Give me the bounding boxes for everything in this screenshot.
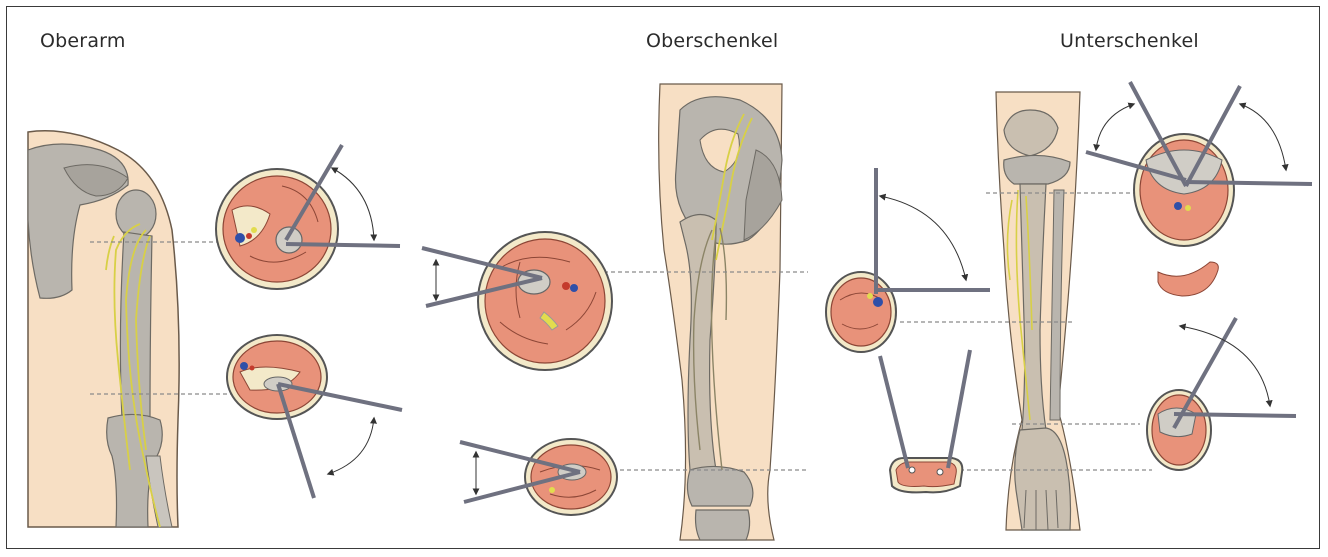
upper-arm-figure	[28, 131, 402, 527]
lower-leg-figure	[826, 82, 1312, 530]
humerus-head	[116, 190, 156, 238]
thigh-figure	[422, 84, 808, 540]
thigh-section-proximal	[478, 232, 612, 370]
lower-leg-section-lower	[1147, 390, 1211, 470]
thigh-section-distal	[525, 439, 617, 515]
upper-arm-section-distal	[227, 335, 327, 419]
lower-leg-section-mid	[826, 272, 896, 352]
soleus-muscle-fragment	[1158, 262, 1218, 296]
lower-leg-section-upper	[1134, 134, 1234, 246]
upper-arm-section-proximal	[216, 169, 338, 289]
ankle-section	[890, 458, 962, 492]
